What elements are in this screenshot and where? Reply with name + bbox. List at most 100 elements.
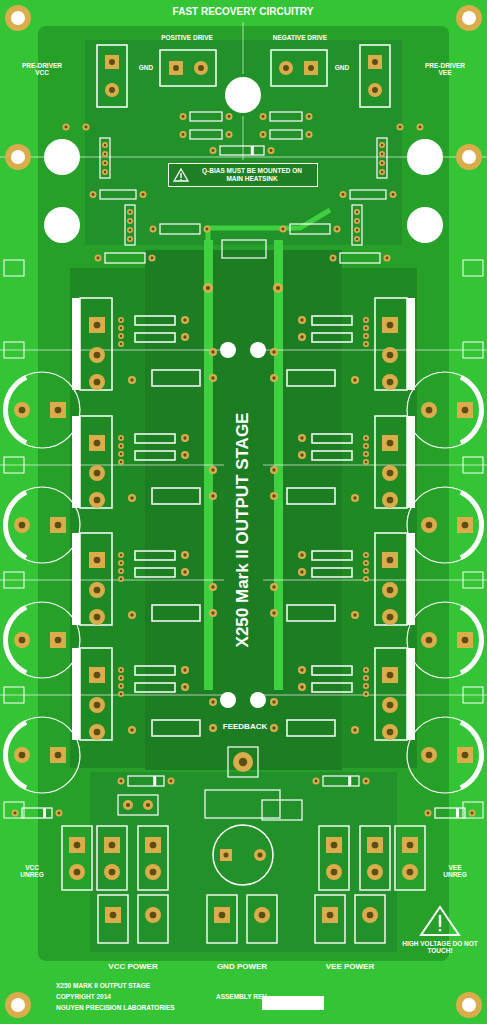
round-pad [118,778,125,785]
pad-hole [206,228,209,231]
round-pad [382,697,398,713]
pad-hole [387,440,394,447]
round-pad [363,552,369,558]
silkscreen-outline [350,190,386,199]
round-pad [118,675,124,681]
square-pad [214,907,230,923]
pad-hole [426,637,433,644]
pad-hole [109,842,116,849]
round-pad [382,582,398,598]
mounting-hole [456,144,482,170]
pad-hole [387,497,394,504]
round-pad [270,583,278,591]
pad-hole [365,319,368,322]
large-hole [407,207,443,243]
round-pad [313,778,320,785]
pad-hole [365,780,368,783]
round-pad [382,724,398,740]
pad-hole [109,87,115,93]
pad-hole [272,350,275,353]
pad-hole [331,869,338,876]
pad-hole [365,327,368,330]
pad-hole [212,149,215,152]
pad-hole [372,87,378,93]
pad-hole [120,461,123,464]
silkscreen-outline [135,333,175,342]
pad-hole [151,257,154,260]
round-pad [123,800,133,810]
round-pad [469,810,476,817]
round-pad [118,683,124,689]
round-pad [270,466,278,474]
round-pad [89,347,105,363]
pad-hole [110,912,117,919]
square-pad [145,837,161,853]
pad-hole [407,842,414,849]
square-pad [89,667,105,683]
silkscreen-outline [160,224,200,234]
warning-mark [180,179,181,180]
assembly-rev-field [262,996,324,1010]
round-pad [397,124,404,131]
capacitor-outline [407,372,483,448]
round-pad [351,726,359,734]
square-pad [304,61,318,75]
pad-hole [120,677,123,680]
round-pad [298,316,306,324]
pad-hole [150,842,157,849]
pad-hole [272,585,275,588]
warning-mark [439,929,441,932]
pad-hole [183,668,186,671]
capacitor-outline [4,372,80,448]
pad-hole [462,407,469,414]
edge-tab [4,260,24,276]
silkscreen-outline [375,533,407,625]
board-title: X250 Mark II OUTPUT STAGE [233,413,253,648]
square-pad [220,849,232,861]
silkscreen-outline [80,648,112,740]
pad-hole [120,570,123,573]
silkscreen-outline [135,434,175,443]
pad-hole [272,611,275,614]
silkscreen-label: COPYRIGHT 2014 [56,993,111,1000]
pad-hole [392,193,395,196]
pad-hole [74,842,81,849]
pad-hole [331,842,338,849]
pad-hole [228,115,231,118]
round-pad [143,800,153,810]
pad-hole [94,672,101,679]
pad-hole [150,869,157,876]
round-pad [363,683,369,689]
pad-hole [283,65,289,71]
round-pad [145,864,161,880]
round-pad [83,124,90,131]
pad-hole [239,758,247,766]
pad-hole [387,587,394,594]
edge-tab [463,342,483,358]
round-pad [298,683,306,691]
heatsink-tab [407,298,415,390]
pad-hole [211,700,214,703]
silkscreen-outline [80,298,112,390]
pad-hole [130,378,133,381]
edge-tab [463,572,483,588]
square-pad [382,435,398,451]
square-pad [322,907,338,923]
round-pad [127,209,133,215]
round-pad [298,666,306,674]
square-pad [50,747,66,763]
silkscreen-outline [352,205,362,245]
silkscreen-outline [22,808,52,818]
round-pad [104,864,120,880]
pad-hole [356,238,359,241]
round-pad [402,864,418,880]
pad-hole [146,803,150,807]
pad-hole [150,912,157,919]
pad-hole [211,494,214,497]
round-pad [270,609,278,617]
pad-hole [182,115,185,118]
pad-hole [211,350,214,353]
pad-hole [342,193,345,196]
silkscreen-outline [80,533,112,625]
pad-hole [120,335,123,338]
